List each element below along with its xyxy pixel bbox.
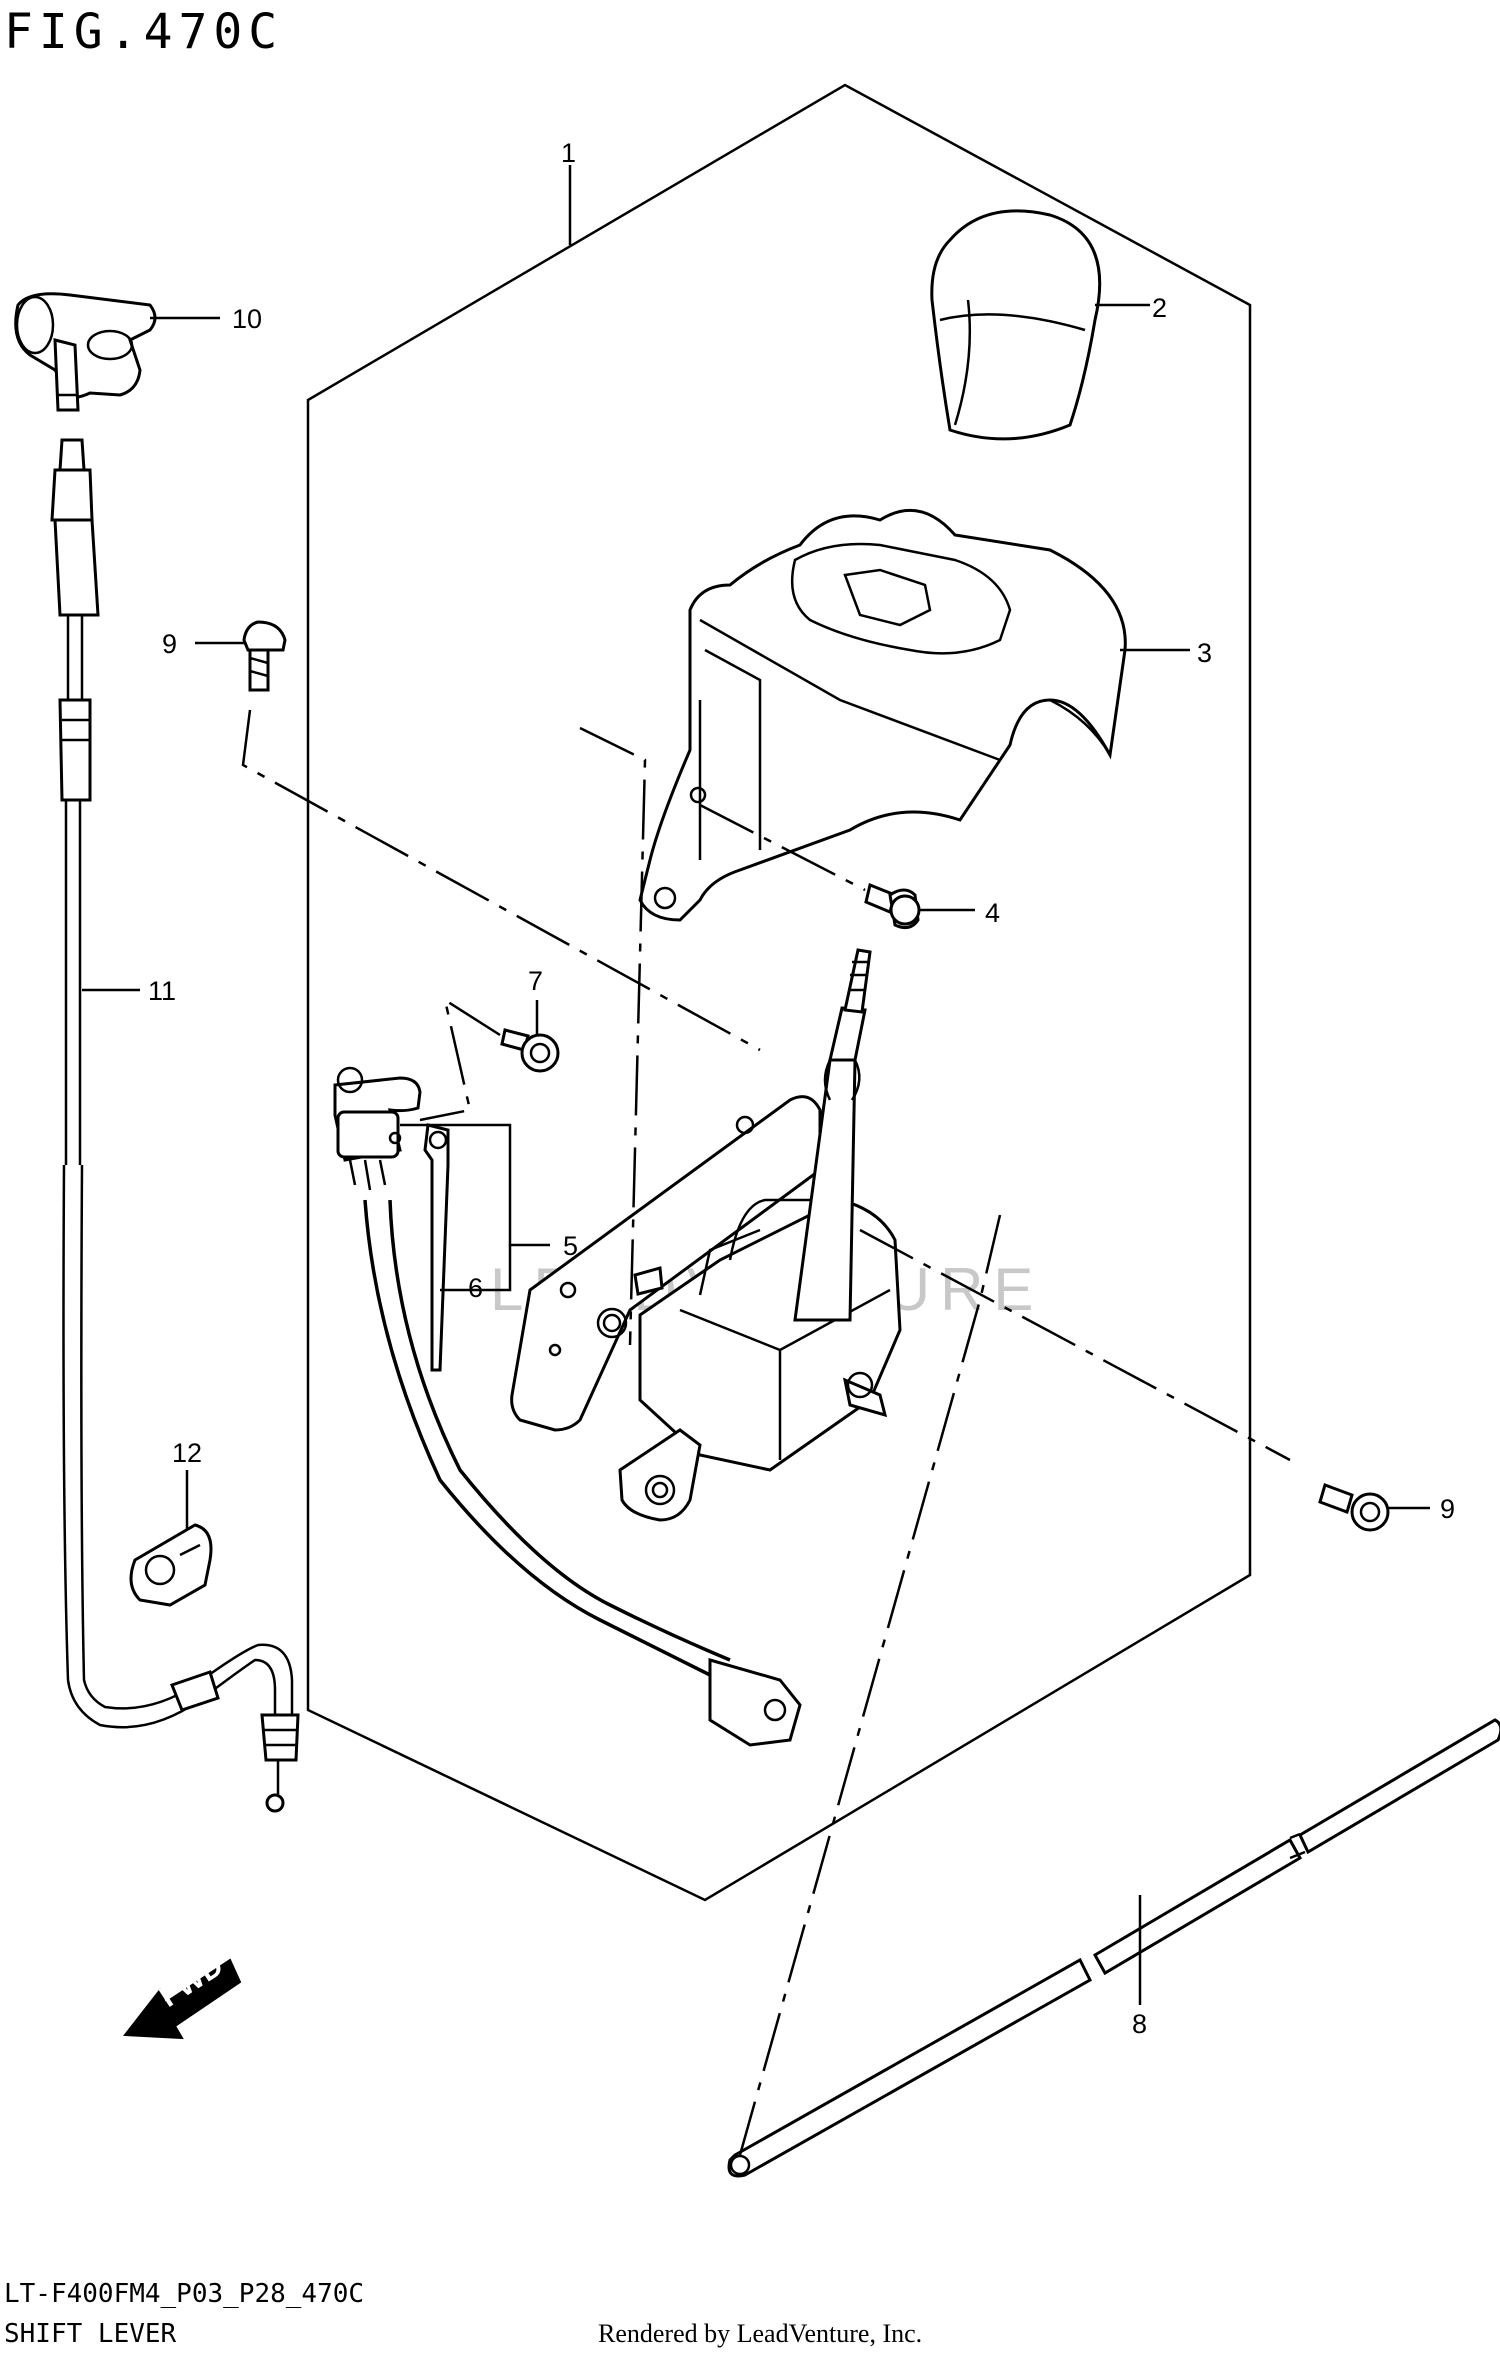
screw-part-7[interactable] [500,1028,560,1073]
dash-line-screw [419,997,501,1122]
dash-line-rod [738,1214,1002,2156]
leader-6 [440,1245,512,1292]
callout-7[interactable]: 7 [528,966,543,996]
clamp-part-12[interactable] [129,1523,213,1607]
cable-holder-part-10[interactable] [14,292,157,412]
rod-part-8[interactable] [727,1718,1500,2178]
dash-line-bracket [579,726,647,1346]
leader-5 [400,1123,550,1247]
callout-9-lower[interactable]: 9 [1440,1494,1455,1524]
cable-part-11[interactable] [50,438,300,1813]
figure-code: LT-F400FM4_P03_P28_470C [4,2279,364,2309]
callout-3[interactable]: 3 [1197,638,1212,668]
callout-1[interactable]: 1 [561,138,576,168]
bolt-part-9-lower[interactable] [1318,1483,1390,1532]
bolt-part-9-upper[interactable] [242,620,287,692]
callout-9-upper[interactable]: 9 [162,629,177,659]
callout-4[interactable]: 4 [985,898,1000,928]
bolt-part-4[interactable] [864,882,921,930]
knob-part[interactable] [930,209,1102,441]
callout-11[interactable]: 11 [148,976,176,1006]
callout-12[interactable]: 12 [172,1438,202,1468]
callout-6[interactable]: 6 [468,1273,483,1303]
callout-2[interactable]: 2 [1152,293,1167,323]
assembly-outline [306,83,1252,1902]
callout-5[interactable]: 5 [563,1231,578,1261]
cable-tie-part-6[interactable] [423,1123,450,1372]
callout-8[interactable]: 8 [1132,2009,1147,2039]
figure-name: SHIFT LEVER [4,2319,177,2349]
cover-part[interactable] [638,508,1127,922]
dash-line-upper-bolt [241,709,761,1052]
switch-part-5[interactable] [333,1066,802,1747]
dash-line-cover-bolt [699,803,866,892]
shift-lever-body[interactable] [510,948,902,1522]
rendered-by: Rendered by LeadVenture, Inc. [598,2319,922,2348]
fwd-arrow-icon: FWD [123,1949,242,2040]
figure-title: FIG.470C [4,4,283,60]
callout-10[interactable]: 10 [232,304,262,334]
dash-line-lower-bolt [859,1228,1291,1462]
